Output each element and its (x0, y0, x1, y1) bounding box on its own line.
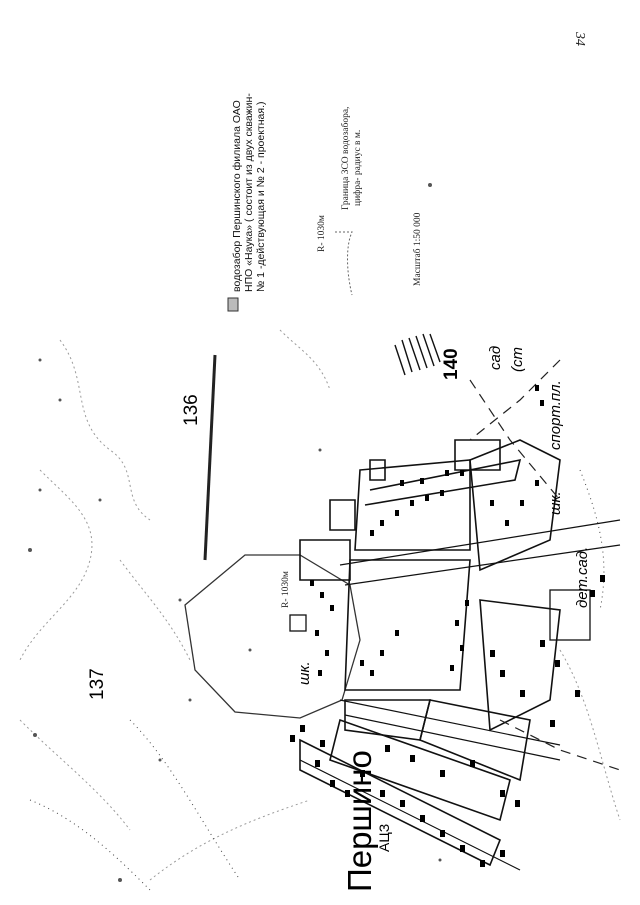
kindergarten-label: дет.сад. (574, 546, 591, 608)
legend-boundary-sample (335, 231, 353, 296)
dotted-paths (29, 469, 605, 891)
faint-marks (28, 183, 442, 882)
legend-wellfield-line-2: НПО «Наука» ( состоит из двух скважин- (243, 93, 255, 292)
school-label-west: шк. (296, 661, 313, 685)
legend-scale: Масштаб 1:50 000 (413, 212, 423, 286)
village-blocks (299, 439, 561, 867)
protection-zone-boundary (184, 554, 361, 719)
legend-boundary-line-1: Граница ЗСО водозабора, (341, 106, 351, 210)
village-name-label: Першино (341, 750, 378, 892)
block-boundary-line (203, 354, 217, 561)
roads (299, 519, 621, 871)
garden-label: сад (487, 345, 504, 370)
small-structures (289, 589, 591, 641)
hatched-area (394, 333, 441, 376)
block-136-label: 136 (181, 394, 202, 426)
block-140-label: 140 (441, 348, 462, 380)
sports-ground-label: спорт.пл. (547, 380, 564, 450)
school-label-east: шк. (547, 491, 564, 515)
legend-wellfield-line-3: № 1 -действующая и № 2 - проектная.) (255, 101, 267, 292)
legend-boundary-radius: R- 1030м (317, 215, 327, 252)
atsz-label: АЦЗ (376, 823, 392, 852)
dashed-roads (469, 359, 621, 771)
buildings (290, 385, 605, 867)
station-label: (ст (509, 347, 526, 372)
legend-wellfield-line-1: водозабор Першинского филиала ОАО (231, 100, 243, 292)
legend-boundary-line-2: цифра- радиус в м. (353, 129, 363, 206)
block-137-label: 137 (87, 668, 108, 700)
radius-label: R- 1030м (281, 571, 291, 608)
legend-wellfield-swatch (227, 297, 239, 312)
terrain-contours (19, 329, 621, 881)
